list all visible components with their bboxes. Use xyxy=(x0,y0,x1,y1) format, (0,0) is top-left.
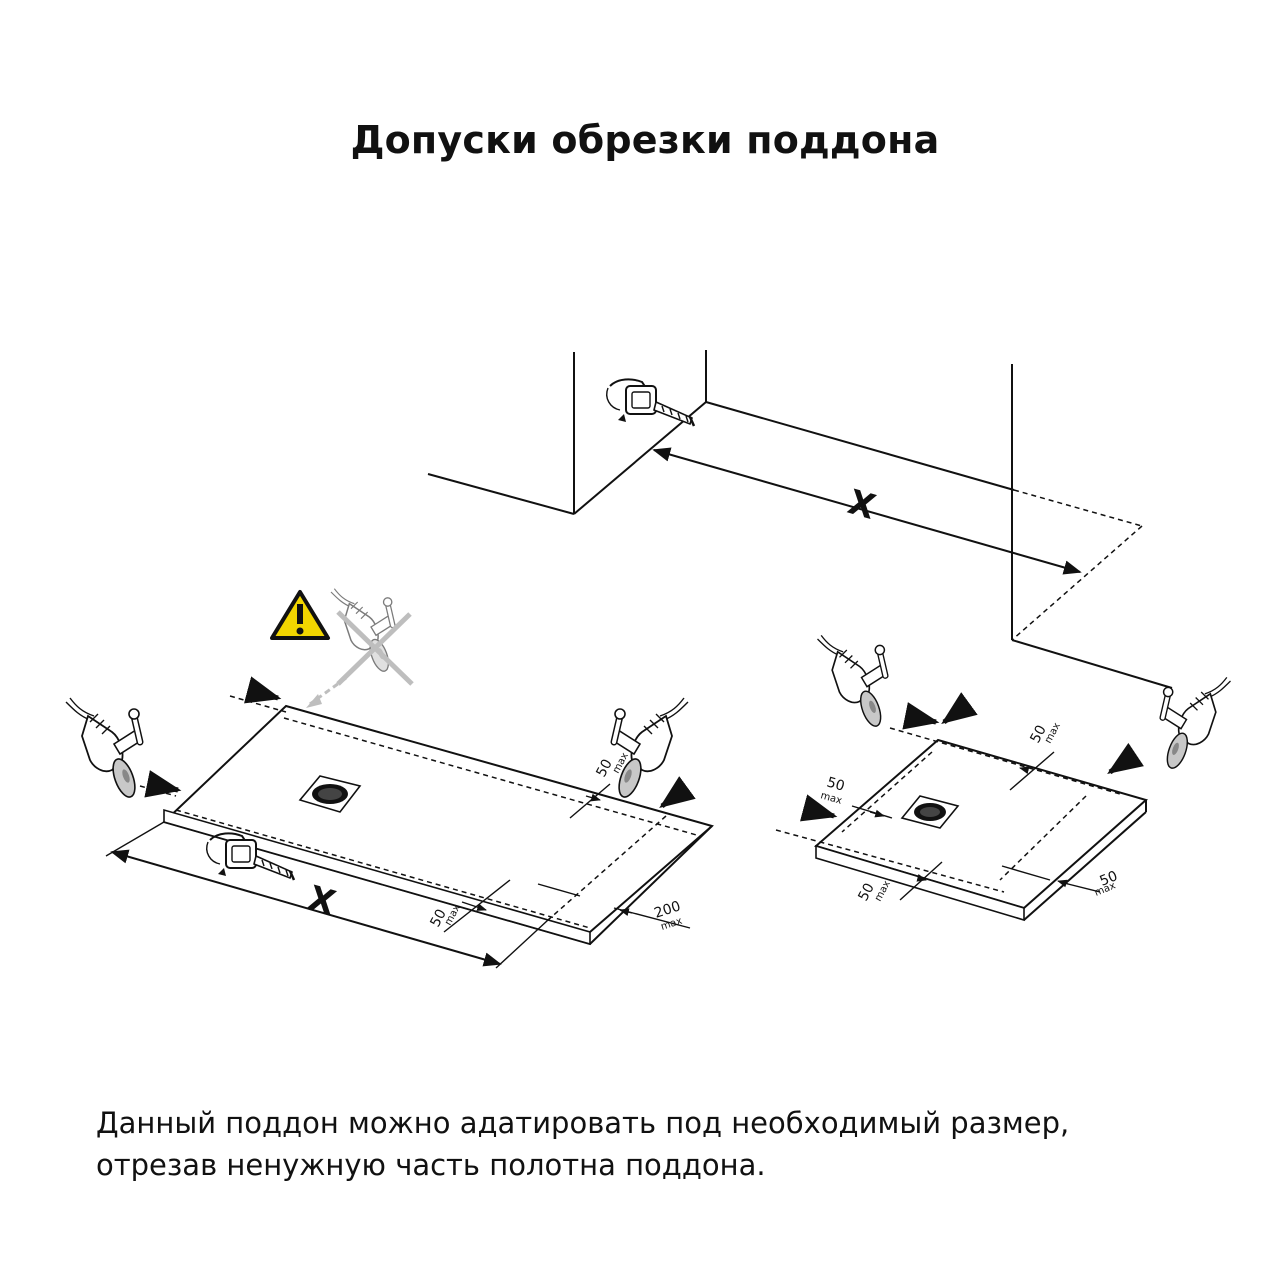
dim-max-sq-bottom: max xyxy=(873,879,893,903)
page-title: Допуски обрезки поддона xyxy=(350,118,940,162)
angle-grinder-icon xyxy=(818,635,888,728)
caption-line-1: Данный поддон можно адатировать под необ… xyxy=(96,1106,1070,1140)
crossed-grinder-icon xyxy=(306,589,414,708)
dim-50-sq-right: 50 xyxy=(1098,868,1121,890)
dim-50-bottom: 50 xyxy=(427,907,449,930)
room-corner-drawing: X xyxy=(427,350,1173,689)
dim-50-sq-top: 50 xyxy=(1027,723,1049,746)
angle-grinder-icon xyxy=(612,698,688,800)
caption-line-2: отрезав ненужную часть полотна поддона. xyxy=(96,1148,766,1182)
dim-50-right: 50 xyxy=(593,757,615,780)
caption: Данный поддон можно адатировать под необ… xyxy=(96,1102,1216,1186)
dim-max-sq-right: max xyxy=(1093,880,1117,898)
dim-50-sq-left: 50 xyxy=(825,774,847,794)
drain-icon xyxy=(298,775,362,813)
dim-50-sq-bottom: 50 xyxy=(855,881,877,904)
dim-max-bottom: max xyxy=(443,903,463,927)
right-tray-drawing: 50 max 50 max 50 max 50 max xyxy=(775,692,1149,922)
warning-triangle-icon xyxy=(270,590,330,640)
tape-measure-icon xyxy=(605,378,696,428)
dim-200: 200 xyxy=(652,898,682,921)
x-dimension-label-top: X xyxy=(844,482,880,528)
angle-grinder-icon xyxy=(66,698,142,800)
drain-icon xyxy=(900,795,960,829)
left-tray-drawing: X 50 max 50 max 200 max xyxy=(105,676,714,969)
angle-grinder-icon xyxy=(1161,677,1231,770)
dim-max-sq-top: max xyxy=(1043,721,1063,745)
